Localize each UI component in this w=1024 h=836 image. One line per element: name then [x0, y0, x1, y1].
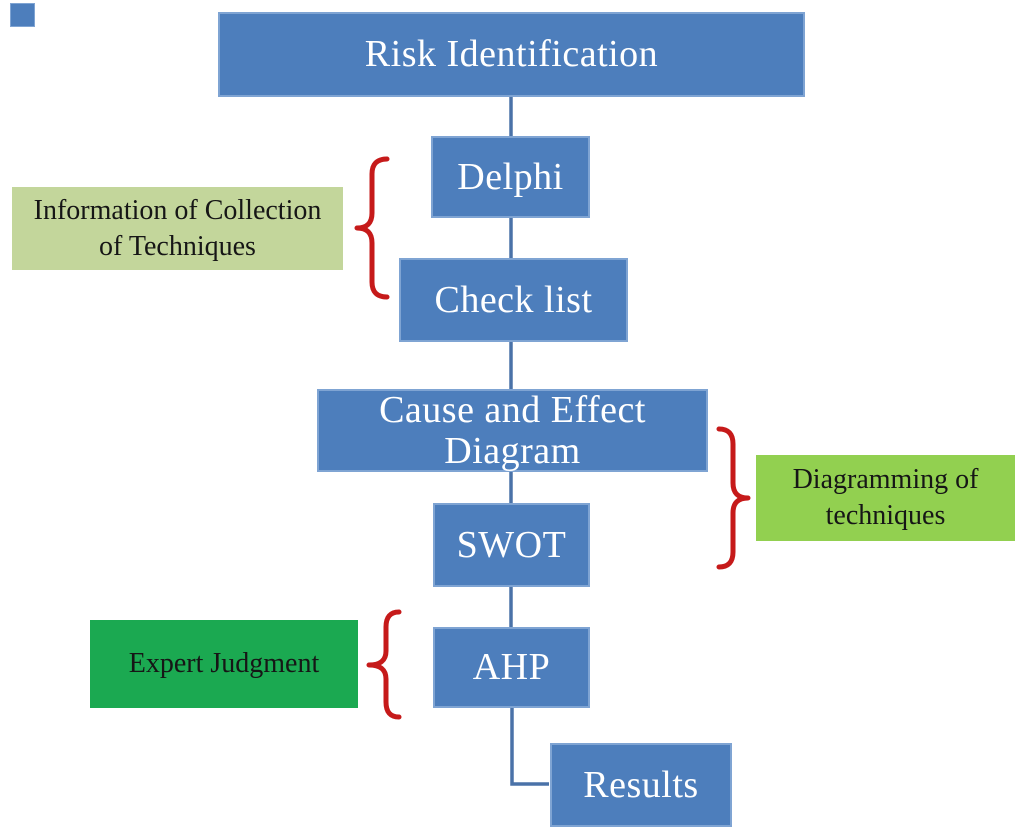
flow-node-label: AHP: [472, 646, 551, 689]
flow-node-label: SWOT: [456, 523, 567, 566]
flow-node-label: Check list: [434, 278, 593, 321]
flow-node-check-list: Check list: [399, 258, 628, 342]
flow-node-label: Risk Identification: [364, 33, 659, 76]
curly-brace-right-diagramming-icon: [716, 426, 751, 570]
flow-node-label: Delphi: [457, 155, 564, 198]
flow-node-cause-effect-diagram: Cause and Effect Diagram: [317, 389, 708, 472]
category-label-text: Diagramming of techniques: [792, 464, 979, 531]
flow-node-delphi: Delphi: [431, 136, 590, 218]
category-label-text: Information of Collection of Techniques: [33, 194, 322, 262]
flow-node-ahp: AHP: [433, 627, 590, 708]
flow-node-results: Results: [550, 743, 732, 827]
curly-brace-left-info-icon: [354, 156, 390, 300]
flow-node-swot: SWOT: [433, 503, 590, 587]
stray-blue-square: [10, 3, 35, 27]
curly-brace-left-expert-icon: [366, 609, 402, 720]
connector-ahp-results: [510, 708, 549, 786]
flow-node-risk-identification: Risk Identification: [218, 12, 805, 97]
flow-node-label: Cause and Effect Diagram: [379, 389, 646, 472]
category-label-diagramming-techniques: Diagramming of techniques: [756, 455, 1015, 541]
category-label-expert-judgment: Expert Judgment: [90, 620, 358, 708]
category-label-information-collection: Information of Collection of Techniques: [12, 187, 343, 270]
category-label-text: Expert Judgment: [128, 648, 320, 680]
flow-node-label: Results: [583, 763, 699, 806]
